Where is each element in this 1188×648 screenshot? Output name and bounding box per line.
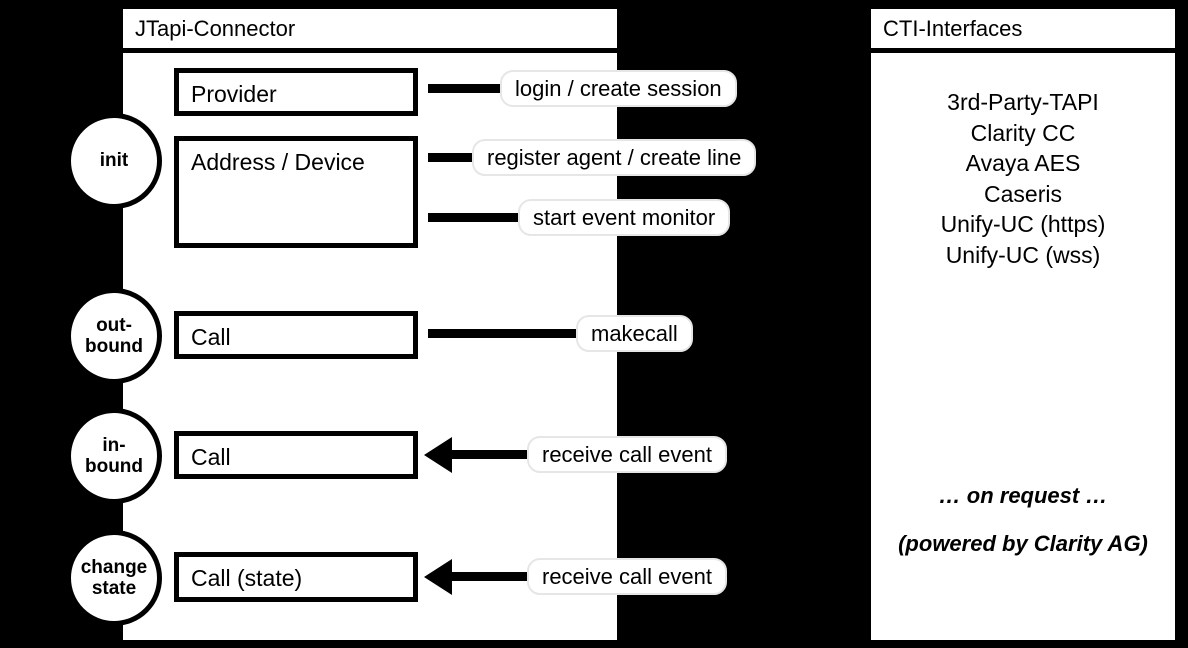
cti-footnote-powered-by: (powered by Clarity AG)	[898, 531, 1148, 556]
node-address-device-label: Address / Device	[191, 149, 365, 175]
cti-interface-item: Unify-UC (https)	[940, 211, 1106, 238]
cti-footnote-on-request: … on request …	[938, 483, 1108, 508]
operation-register-agent-create-line[interactable]: register agent / create line	[472, 139, 757, 176]
stage-badge-change-state[interactable]: change state	[66, 530, 162, 626]
stage-badge-line: bound	[84, 336, 144, 357]
operation-label: makecall	[591, 320, 678, 346]
operation-receive-call-event-state[interactable]: receive call event	[527, 558, 727, 595]
stage-badge-line: state	[91, 578, 137, 599]
operation-label: login / create session	[515, 75, 722, 101]
node-provider-label: Provider	[191, 81, 277, 107]
stage-badge-line: out-	[96, 314, 132, 336]
stage-badge-inbound[interactable]: in- bound	[66, 408, 162, 504]
cti-interface-item: 3rd-Party-TAPI	[947, 89, 1099, 115]
stage-badge-line: init	[99, 150, 129, 172]
operation-login-create-session[interactable]: login / create session	[500, 70, 737, 107]
operation-label: start event monitor	[533, 204, 716, 230]
cti-interface-item: Avaya AES	[965, 150, 1081, 177]
connector-register-agent-create-line	[428, 153, 490, 162]
node-provider[interactable]: Provider	[174, 68, 418, 116]
stage-badge-line: change	[80, 556, 148, 578]
node-call-inbound[interactable]: Call	[174, 431, 418, 479]
stage-badge-outbound[interactable]: out- bound	[66, 288, 162, 384]
operation-start-event-monitor[interactable]: start event monitor	[518, 199, 731, 236]
stage-badge-line: in-	[102, 434, 126, 456]
cti-interfaces-panel: CTI-Interfaces 3rd-Party-TAPI Clarity CC…	[866, 4, 1180, 645]
connector-login-create-session	[428, 84, 516, 93]
operation-receive-call-event-inbound[interactable]: receive call event	[527, 436, 727, 473]
connector-receive-call-event-state	[452, 572, 568, 581]
cti-footnotes: … on request … (powered by Clarity AG)	[871, 483, 1175, 579]
cti-interfaces-list: 3rd-Party-TAPI Clarity CC Avaya AES Case…	[941, 87, 1106, 270]
cti-interface-item: Unify-UC (wss)	[945, 241, 1101, 268]
node-call-state[interactable]: Call (state)	[174, 552, 418, 602]
jtapi-connector-title: JTapi-Connector	[123, 9, 617, 53]
operation-label: receive call event	[542, 563, 712, 589]
operation-label: receive call event	[542, 441, 712, 467]
node-call-outbound-label: Call	[191, 324, 231, 350]
cti-interfaces-title: CTI-Interfaces	[871, 9, 1175, 53]
arrowhead-inbound-icon	[424, 437, 452, 473]
cti-interface-item: Caseris	[984, 180, 1062, 207]
node-call-inbound-label: Call	[191, 444, 231, 470]
connector-makecall	[428, 329, 591, 338]
operation-makecall[interactable]: makecall	[576, 315, 693, 352]
node-address-device[interactable]: Address / Device	[174, 136, 418, 248]
operation-label: register agent / create line	[487, 144, 742, 170]
cti-interfaces-body: 3rd-Party-TAPI Clarity CC Avaya AES Case…	[871, 53, 1175, 640]
node-call-outbound[interactable]: Call	[174, 311, 418, 359]
connector-start-event-monitor	[428, 213, 533, 222]
connector-receive-call-event-inbound	[452, 450, 574, 459]
arrowhead-change-state-icon	[424, 559, 452, 595]
stage-badge-line: bound	[84, 456, 144, 477]
node-call-state-label: Call (state)	[191, 565, 303, 591]
cti-interface-item: Clarity CC	[970, 119, 1076, 146]
stage-badge-init[interactable]: init	[66, 113, 162, 209]
